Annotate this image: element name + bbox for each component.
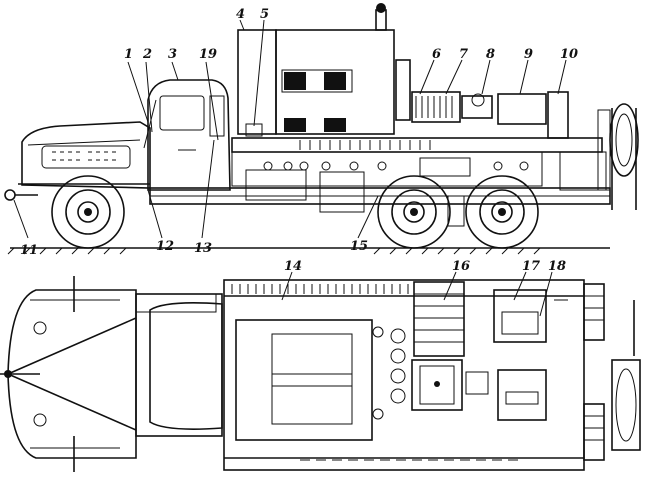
rear-steps-top [583, 283, 641, 461]
callout-18: 18 [548, 259, 566, 274]
callout-4: 4 [236, 7, 245, 22]
callout-8: 8 [486, 47, 495, 62]
side-view: 1 2 3 4 5 6 7 8 9 10 19 11 12 13 15 [4, 3, 639, 258]
cab-top [135, 293, 223, 437]
callout-2: 2 [142, 47, 152, 62]
callout-11: 11 [20, 243, 38, 258]
front-wheel [51, 175, 125, 249]
callout-13: 13 [194, 241, 212, 256]
rear-wheel [465, 175, 539, 249]
platform-top [223, 279, 585, 471]
generator-housing [237, 3, 411, 137]
callout-5: 5 [260, 7, 269, 22]
top-leader-lines [281, 271, 553, 317]
front-tow-hook [4, 189, 38, 201]
callout-3: 3 [168, 47, 177, 62]
callout-15: 15 [350, 239, 368, 254]
top-view: 14 16 17 18 [0, 259, 641, 472]
callout-7: 7 [459, 47, 468, 62]
cab [143, 79, 231, 191]
callout-9: 9 [524, 47, 533, 62]
hood-top [0, 276, 137, 472]
ground-line [7, 247, 610, 255]
callout-16: 16 [452, 259, 470, 274]
callout-10: 10 [560, 47, 578, 62]
callout-1: 1 [124, 47, 133, 62]
callout-6: 6 [432, 47, 441, 62]
callout-12: 12 [156, 239, 174, 254]
axle-bogie [447, 195, 465, 227]
rear-reel [597, 103, 639, 210]
pump-assembly [411, 91, 569, 139]
frame-fasteners [263, 161, 529, 171]
middle-wheel [377, 175, 451, 249]
callout-14: 14 [284, 259, 302, 274]
side-leader-lines [13, 19, 567, 239]
callout-17: 17 [522, 259, 540, 274]
engine-hood [18, 121, 151, 189]
callout-19: 19 [199, 47, 217, 62]
